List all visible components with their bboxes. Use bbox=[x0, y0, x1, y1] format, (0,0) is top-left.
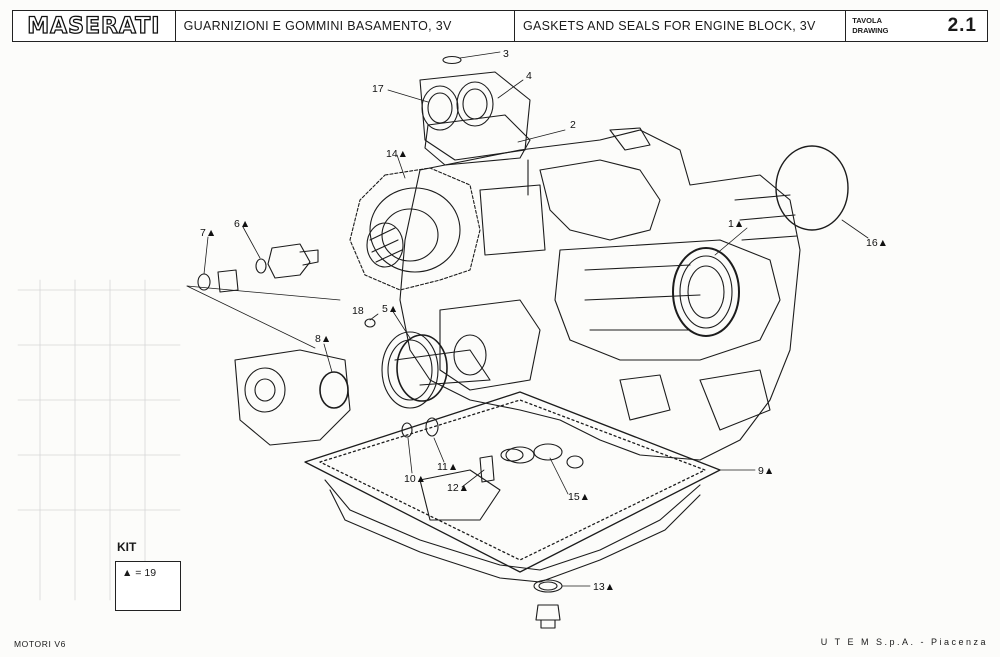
part-9-oil-pan-gasket bbox=[304, 391, 721, 573]
leader-lines bbox=[186, 51, 869, 587]
callout-16: 16▲ bbox=[866, 237, 888, 249]
callout-11: 11▲ bbox=[437, 461, 458, 473]
kit-legend-text: ▲ = 19 bbox=[122, 567, 157, 579]
part-13-drain-washer bbox=[533, 579, 563, 629]
part-18-small-oring bbox=[364, 318, 376, 328]
drawing-number: 2.1 bbox=[947, 15, 977, 36]
part-5-seal-ring bbox=[396, 334, 448, 402]
callout-6: 6▲ bbox=[234, 218, 250, 230]
part-3-oring bbox=[442, 55, 462, 65]
callout-15: 15▲ bbox=[568, 491, 590, 503]
title-english-cell: GASKETS AND SEALS FOR ENGINE BLOCK, 3V bbox=[515, 11, 847, 41]
part-14-timing-gasket bbox=[349, 167, 481, 291]
kit-label: KIT bbox=[117, 540, 137, 554]
kit-legend-box: ▲ = 19 bbox=[115, 561, 181, 611]
callout-12: 12▲ bbox=[447, 482, 469, 494]
ghost-table bbox=[17, 279, 181, 601]
callout-3: 3 bbox=[503, 48, 509, 60]
callout-4: 4 bbox=[526, 70, 532, 82]
callout-18: 18 bbox=[352, 305, 364, 317]
crankshaft-nose bbox=[381, 331, 491, 409]
part-17-cylinder-head bbox=[419, 71, 531, 161]
part-8-oil-pump-seal bbox=[234, 349, 351, 446]
callout-14: 14▲ bbox=[386, 148, 408, 160]
callout-10: 10▲ bbox=[404, 473, 426, 485]
footer-publisher: U T E M S.p.A. - Piacenza bbox=[820, 637, 988, 647]
engine-block bbox=[399, 127, 801, 461]
part-6-7-fittings bbox=[197, 243, 319, 293]
callout-1: 1▲ bbox=[728, 218, 744, 230]
tavola-label: TAVOLA bbox=[852, 16, 882, 25]
small-seals bbox=[401, 417, 524, 483]
part-16-oring bbox=[775, 145, 849, 231]
callout-2: 2 bbox=[570, 119, 576, 131]
callout-9: 9▲ bbox=[758, 465, 774, 477]
part-2-gasket bbox=[424, 114, 531, 196]
oil-pan bbox=[324, 443, 701, 583]
title-block: MASERATI GUARNIZIONI E GOMMINI BASAMENTO… bbox=[12, 10, 988, 42]
title-english: GASKETS AND SEALS FOR ENGINE BLOCK, 3V bbox=[522, 19, 816, 33]
callout-7: 7▲ bbox=[200, 227, 216, 239]
footer-series: MOTORI V6 bbox=[14, 639, 67, 649]
water-pump bbox=[366, 187, 461, 273]
title-italian-cell: GUARNIZIONI E GOMMINI BASAMENTO, 3V bbox=[176, 11, 515, 41]
part-1-rear-main-seal bbox=[672, 247, 740, 337]
drawing-labels: TAVOLA DRAWING bbox=[852, 16, 888, 36]
brand-logo: MASERATI bbox=[27, 13, 161, 39]
drawing-label: DRAWING bbox=[852, 26, 889, 35]
callout-labels: 1▲ 2 3 4 5▲ 6▲ 7▲ 8▲ 9▲ 10▲ 11▲ 12▲ 13▲ … bbox=[200, 48, 888, 593]
callout-13: 13▲ bbox=[593, 581, 615, 593]
drawing-number-cell: TAVOLA DRAWING 2.1 bbox=[846, 11, 987, 41]
title-italian: GUARNIZIONI E GOMMINI BASAMENTO, 3V bbox=[183, 19, 452, 33]
callout-8: 8▲ bbox=[315, 333, 331, 345]
brand-cell: MASERATI bbox=[13, 11, 176, 41]
callout-5: 5▲ bbox=[382, 303, 398, 315]
callout-17: 17 bbox=[372, 83, 384, 95]
